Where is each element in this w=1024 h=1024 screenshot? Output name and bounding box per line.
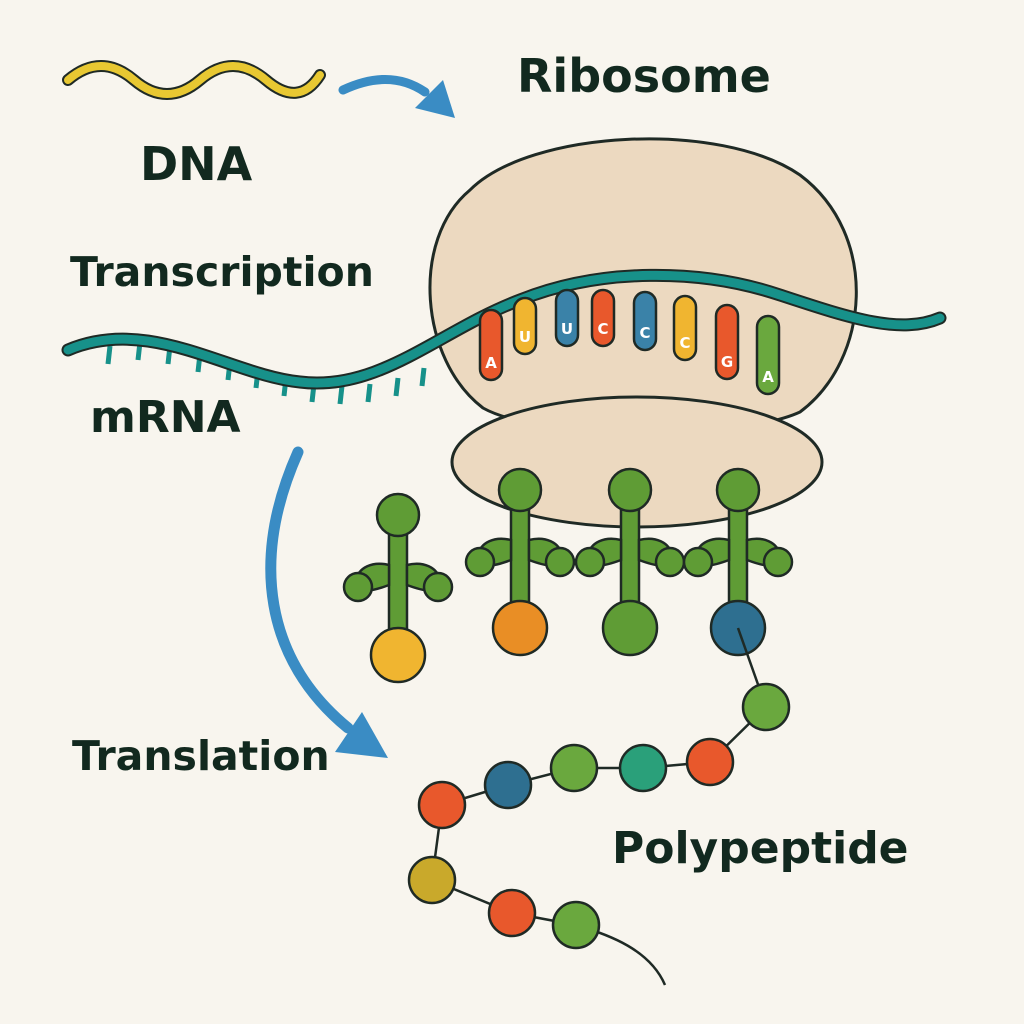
trna-loop-left: [464, 546, 496, 578]
transcription-arrow-shaft: [338, 75, 430, 97]
amino-acid-bead: [483, 760, 533, 810]
codon-base-letter: A: [762, 368, 774, 386]
trna-molecule: [342, 492, 454, 684]
amino-acid-bead: [487, 888, 537, 938]
trna-loop-left: [682, 546, 714, 578]
polypeptide-chain: [407, 627, 791, 986]
codon-base-letter: U: [561, 320, 573, 338]
trna-anticodon-head: [375, 492, 421, 538]
dna-strand-fill: [64, 62, 324, 98]
translation-arrow-head: [335, 712, 388, 758]
codon-base-letter: A: [485, 354, 497, 372]
amino-acid: [491, 599, 549, 657]
amino-acid-bead: [549, 743, 599, 793]
codon-base-letter: C: [597, 320, 608, 338]
codon-base: [478, 308, 504, 382]
translation-label: Translation: [72, 732, 330, 780]
polypeptide-label: Polypeptide: [612, 823, 909, 874]
codon-base-letter: G: [721, 353, 733, 371]
codon-base: [672, 294, 698, 362]
codon-base: [512, 296, 538, 356]
codon-base: [554, 288, 580, 348]
codon-base-letter: C: [639, 324, 650, 342]
codon-base: [755, 314, 781, 396]
trna-loop-left: [342, 571, 374, 603]
trna-loop-right: [422, 571, 454, 603]
mrna-label: mRNA: [90, 392, 241, 443]
codon-bases: A U U C C C G A: [478, 288, 781, 396]
trna-loop-right: [544, 546, 576, 578]
amino-acid: [369, 626, 427, 684]
trna-molecule: [464, 467, 576, 657]
codon-base: [632, 290, 658, 352]
mrna-tick: [393, 377, 401, 397]
transcription-arrow-head: [415, 80, 455, 118]
amino-acid-bead: [618, 743, 668, 793]
amino-acid: [601, 599, 659, 657]
trna-loop-right: [762, 546, 794, 578]
trna-loop-right: [654, 546, 686, 578]
amino-acid-bead: [741, 682, 791, 732]
ribosome-large-subunit: [428, 137, 858, 435]
codon-base: [590, 288, 616, 348]
mrna-tick: [337, 385, 345, 405]
trna-molecule: [682, 467, 794, 657]
trna-anticodon-head: [497, 467, 543, 513]
trna-molecule: [574, 467, 686, 657]
amino-acid-bead: [417, 780, 467, 830]
amino-acid-bead: [685, 737, 735, 787]
trna-group: [342, 467, 794, 684]
trna-anticodon-head: [715, 467, 761, 513]
mrna-tick: [365, 383, 373, 403]
ribosome-label: Ribosome: [517, 49, 771, 103]
trna-anticodon-head: [607, 467, 653, 513]
dna-label: DNA: [140, 137, 253, 191]
codon-base-letter: U: [519, 328, 531, 346]
translation-arrow-shaft: [265, 446, 354, 734]
amino-acid-bead: [551, 900, 601, 950]
codon-base-letter: C: [679, 334, 690, 352]
trna-loop-left: [574, 546, 606, 578]
mrna-tick: [419, 367, 427, 387]
codon-base: [714, 303, 740, 381]
mrna-tick: [105, 345, 113, 365]
amino-acid-bead: [407, 855, 457, 905]
transcription-label: Transcription: [70, 248, 374, 296]
